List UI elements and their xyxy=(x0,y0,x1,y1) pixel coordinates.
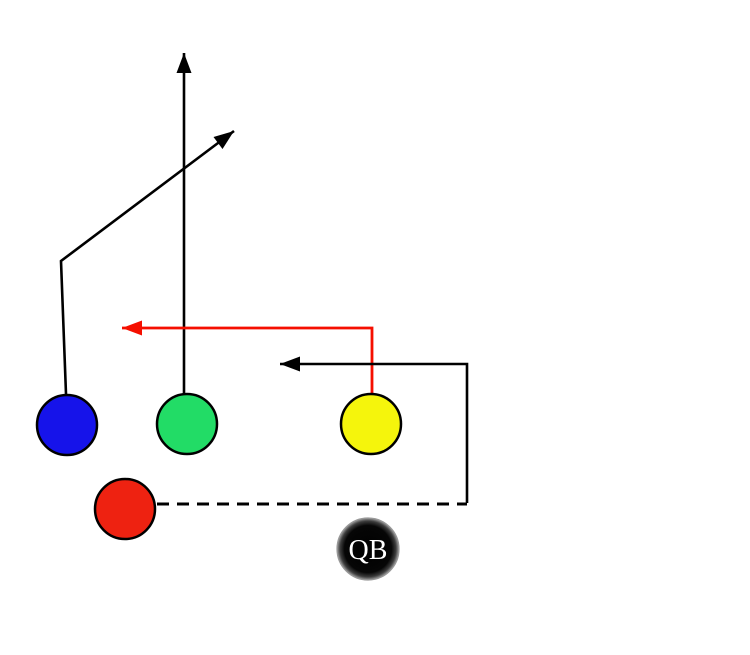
route-yellow-drag[interactable] xyxy=(122,320,374,395)
player-label-quarterback: QB xyxy=(349,535,388,566)
player-receiver-blue[interactable] xyxy=(35,393,99,457)
route-blue-corner-line xyxy=(59,129,235,395)
route-motion-return-line xyxy=(280,362,469,503)
route-yellow-drag-line xyxy=(122,326,374,394)
player-circle-receiver-yellow xyxy=(339,392,403,456)
route-blue-corner-arrowhead-icon xyxy=(213,131,234,150)
route-yellow-drag-arrowhead-icon xyxy=(122,320,142,336)
route-green-streak[interactable] xyxy=(176,53,192,394)
player-circle-quarterback xyxy=(336,517,400,581)
player-quarterback[interactable]: QB xyxy=(336,517,400,581)
player-back-red[interactable] xyxy=(93,477,157,541)
player-circle-receiver-green xyxy=(155,392,219,456)
route-motion-return[interactable] xyxy=(280,356,469,504)
player-receiver-green[interactable] xyxy=(155,392,219,456)
route-green-streak-arrowhead-icon xyxy=(176,53,192,73)
route-blue-corner[interactable] xyxy=(59,129,235,395)
player-circle-back-red xyxy=(93,477,157,541)
player-circle-receiver-blue xyxy=(35,393,99,457)
players-layer: QB xyxy=(35,392,403,581)
route-motion-return-arrowhead-icon xyxy=(280,356,300,372)
routes-layer xyxy=(59,53,469,506)
player-receiver-yellow[interactable] xyxy=(339,392,403,456)
